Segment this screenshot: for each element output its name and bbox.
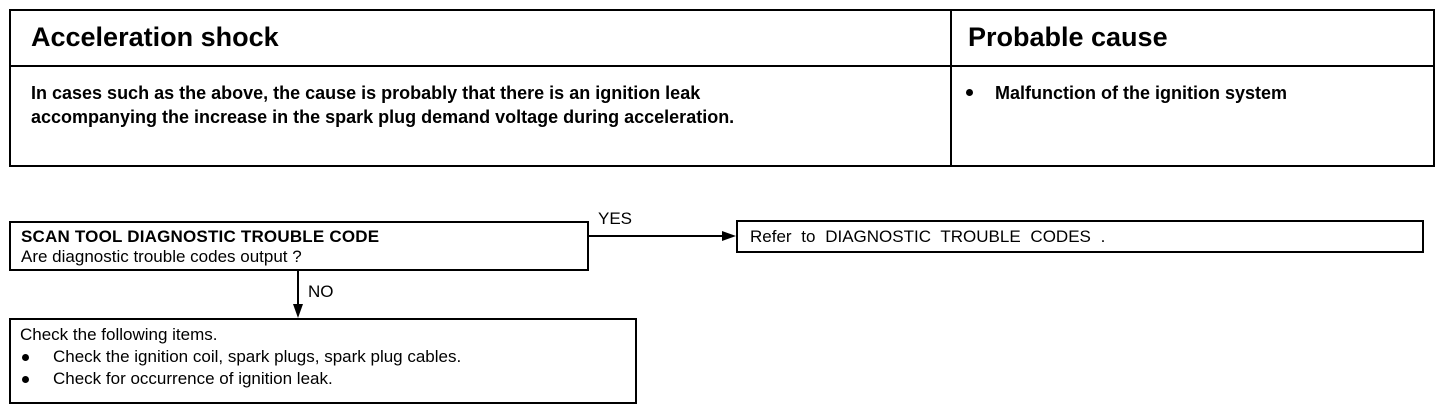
check-item-text: Check for occurrence of ignition leak. <box>53 369 333 388</box>
probable-cause-header: Probable cause <box>952 11 1433 67</box>
probable-cause-text: Malfunction of the ignition system <box>995 83 1287 103</box>
no-arrowhead-icon <box>293 304 303 318</box>
symptom-table: Acceleration shock Probable cause In cas… <box>9 9 1435 167</box>
check-item: Check for occurrence of ignition leak. <box>20 368 635 390</box>
symptom-description-cell: In cases such as the above, the cause is… <box>11 67 952 165</box>
bullet-icon <box>22 376 29 383</box>
no-label: NO <box>308 282 334 301</box>
scan-tool-decision-box: SCAN TOOL DIAGNOSTIC TROUBLE CODE Are di… <box>9 221 589 271</box>
scan-tool-question: Are diagnostic trouble codes output ? <box>21 247 302 266</box>
refer-dtc-text: Refer to DIAGNOSTIC TROUBLE CODES . <box>750 227 1106 246</box>
probable-cause-cell: Malfunction of the ignition system <box>952 67 1433 165</box>
check-item: Check the ignition coil, spark plugs, sp… <box>20 346 635 368</box>
bullet-icon <box>966 89 973 96</box>
symptom-description: In cases such as the above, the cause is… <box>31 83 735 127</box>
check-heading: Check the following items. <box>20 324 635 346</box>
check-item-text: Check the ignition coil, spark plugs, sp… <box>53 347 462 366</box>
scan-tool-title: SCAN TOOL DIAGNOSTIC TROUBLE CODE <box>21 227 380 246</box>
yes-label: YES <box>598 209 633 228</box>
yes-arrowhead-icon <box>722 231 736 241</box>
check-items-box: Check the following items. Check the ign… <box>9 318 637 404</box>
refer-dtc-box: Refer to DIAGNOSTIC TROUBLE CODES . <box>736 220 1424 253</box>
check-heading-text: Check the following items. <box>20 325 218 344</box>
probable-cause-item: Malfunction of the ignition system <box>966 81 1433 105</box>
bullet-icon <box>22 354 29 361</box>
symptom-header: Acceleration shock <box>11 11 952 67</box>
